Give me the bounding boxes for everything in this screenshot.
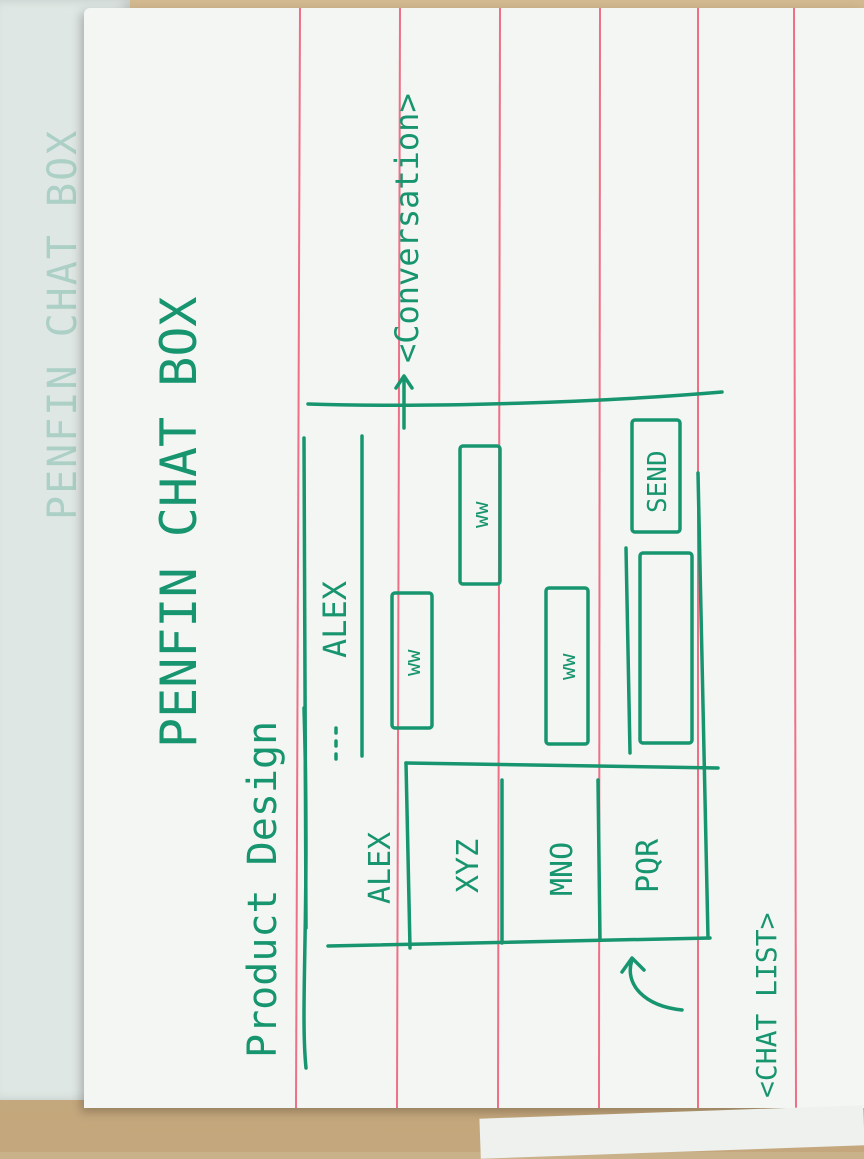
message-bubble-2: ww	[458, 444, 502, 586]
conversation-header-name: ALEX	[316, 581, 354, 658]
page-title: PENFIN CHAT BOX	[150, 296, 208, 748]
subtitle-product-design: Product Design	[240, 721, 286, 1058]
chat-list-item-alex[interactable]: ALEX	[363, 832, 398, 904]
conversation-arrow-head	[394, 374, 414, 390]
conversation-panel: ALEX	[302, 434, 720, 930]
chat-list-arrow	[628, 958, 684, 1012]
message-bubble-3: ww	[544, 586, 590, 746]
svg-text:ww: ww	[401, 649, 426, 676]
conversation-top-line	[306, 390, 724, 407]
input-area-right-edge	[696, 471, 710, 940]
chat-list-item-pqr[interactable]: PQR	[631, 838, 666, 893]
svg-text:PQR: PQR	[631, 838, 666, 893]
svg-text:ALEX: ALEX	[363, 832, 398, 904]
message-input-box[interactable]	[624, 546, 694, 755]
chat-list-panel	[326, 761, 712, 950]
svg-text:MNO: MNO	[545, 842, 580, 896]
send-button-label: SEND	[643, 450, 673, 513]
send-button[interactable]: SEND	[630, 418, 682, 534]
sketch-canvas: PENFIN CHAT BOX Product Design <Conversa…	[150, 8, 797, 1108]
message-bubble-1: ww	[390, 591, 434, 730]
notebook-page: PENFIN CHAT BOX Product Design <Conversa…	[84, 8, 864, 1108]
chat-list-annotation: <CHAT LIST>	[750, 913, 783, 1098]
bleed-through-text: PENFIN CHAT BOX	[40, 128, 86, 520]
chat-list-arrow-head	[620, 956, 646, 974]
chat-list-item-xyz[interactable]: XYZ	[451, 839, 486, 893]
conversation-annotation: <Conversation>	[388, 93, 426, 363]
chat-list-item-mno[interactable]: MNO	[545, 842, 580, 896]
svg-text:ww: ww	[469, 501, 494, 528]
svg-text:ww: ww	[556, 653, 581, 680]
svg-text:XYZ: XYZ	[451, 839, 486, 893]
